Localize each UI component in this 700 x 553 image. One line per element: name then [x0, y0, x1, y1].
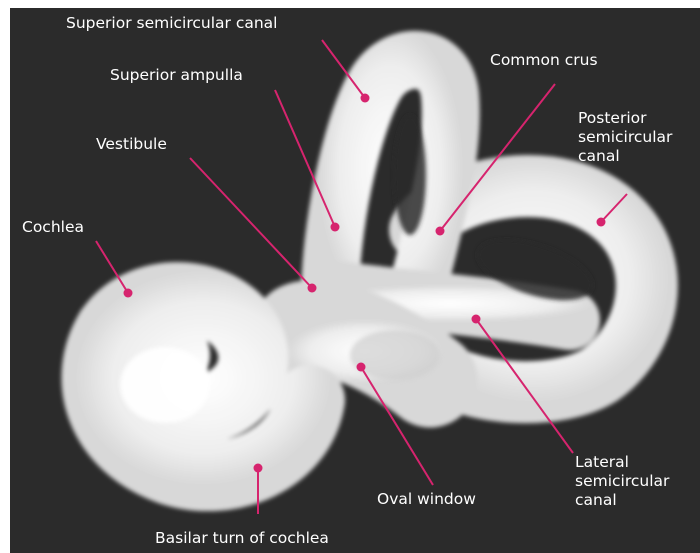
- label-basilar-turn-of-cochlea: Basilar turn of cochlea: [155, 529, 329, 548]
- leader-dot-superior-semicircular-canal: [361, 94, 370, 103]
- leader-dot-posterior-semicircular-canal: [597, 218, 606, 227]
- label-lateral-line-3: canal: [575, 491, 669, 510]
- leader-dot-oval-window: [357, 363, 366, 372]
- superior-canal-hole: [394, 115, 426, 235]
- cochlea-apex: [120, 347, 210, 423]
- label-lateral-semicircular-canal: Lateral semicircular canal: [575, 453, 669, 510]
- label-lateral-line-1: Lateral: [575, 453, 669, 472]
- label-posterior-semicircular-canal: Posterior semicircular canal: [578, 109, 672, 166]
- label-posterior-line-1: Posterior: [578, 109, 672, 128]
- label-posterior-line-2: semicircular: [578, 128, 672, 147]
- label-vestibule: Vestibule: [96, 135, 167, 154]
- label-superior-semicircular-canal: Superior semicircular canal: [66, 14, 277, 33]
- leader-dot-cochlea: [124, 289, 133, 298]
- label-common-crus: Common crus: [490, 51, 598, 70]
- label-cochlea: Cochlea: [22, 218, 84, 237]
- label-posterior-line-3: canal: [578, 147, 672, 166]
- leader-dot-common-crus: [436, 227, 445, 236]
- label-superior-ampulla: Superior ampulla: [110, 66, 243, 85]
- label-lateral-line-2: semicircular: [575, 472, 669, 491]
- leader-dot-vestibule: [308, 284, 317, 293]
- leader-dot-basilar-turn-of-cochlea: [254, 464, 263, 473]
- leader-dot-superior-ampulla: [331, 223, 340, 232]
- label-oval-window: Oval window: [377, 490, 476, 509]
- leader-dot-lateral-semicircular-canal: [472, 315, 481, 324]
